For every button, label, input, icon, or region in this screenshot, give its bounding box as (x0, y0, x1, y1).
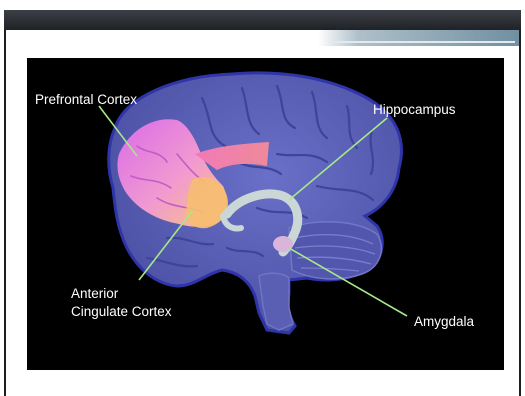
slide-border-left (4, 30, 6, 396)
hippocampus-label: Hippocampus (373, 102, 456, 117)
brain-diagram-panel: Prefrontal Cortex Hippocampus Anterior C… (27, 58, 504, 370)
header-accent-line (330, 41, 515, 43)
slide-header-bar (4, 10, 521, 30)
anterior-cingulate-label-line2: Cingulate Cortex (71, 304, 172, 319)
cerebellum (289, 222, 381, 279)
brain-diagram: Prefrontal Cortex Hippocampus Anterior C… (27, 58, 504, 370)
amygdala-label: Amygdala (414, 314, 475, 329)
prefrontal-cortex-label: Prefrontal Cortex (35, 92, 137, 107)
amygdala-region (273, 236, 293, 252)
slide-border-right (519, 30, 521, 396)
anterior-cingulate-label-line1: Anterior (71, 286, 119, 301)
header-accent-stripe (318, 30, 521, 46)
